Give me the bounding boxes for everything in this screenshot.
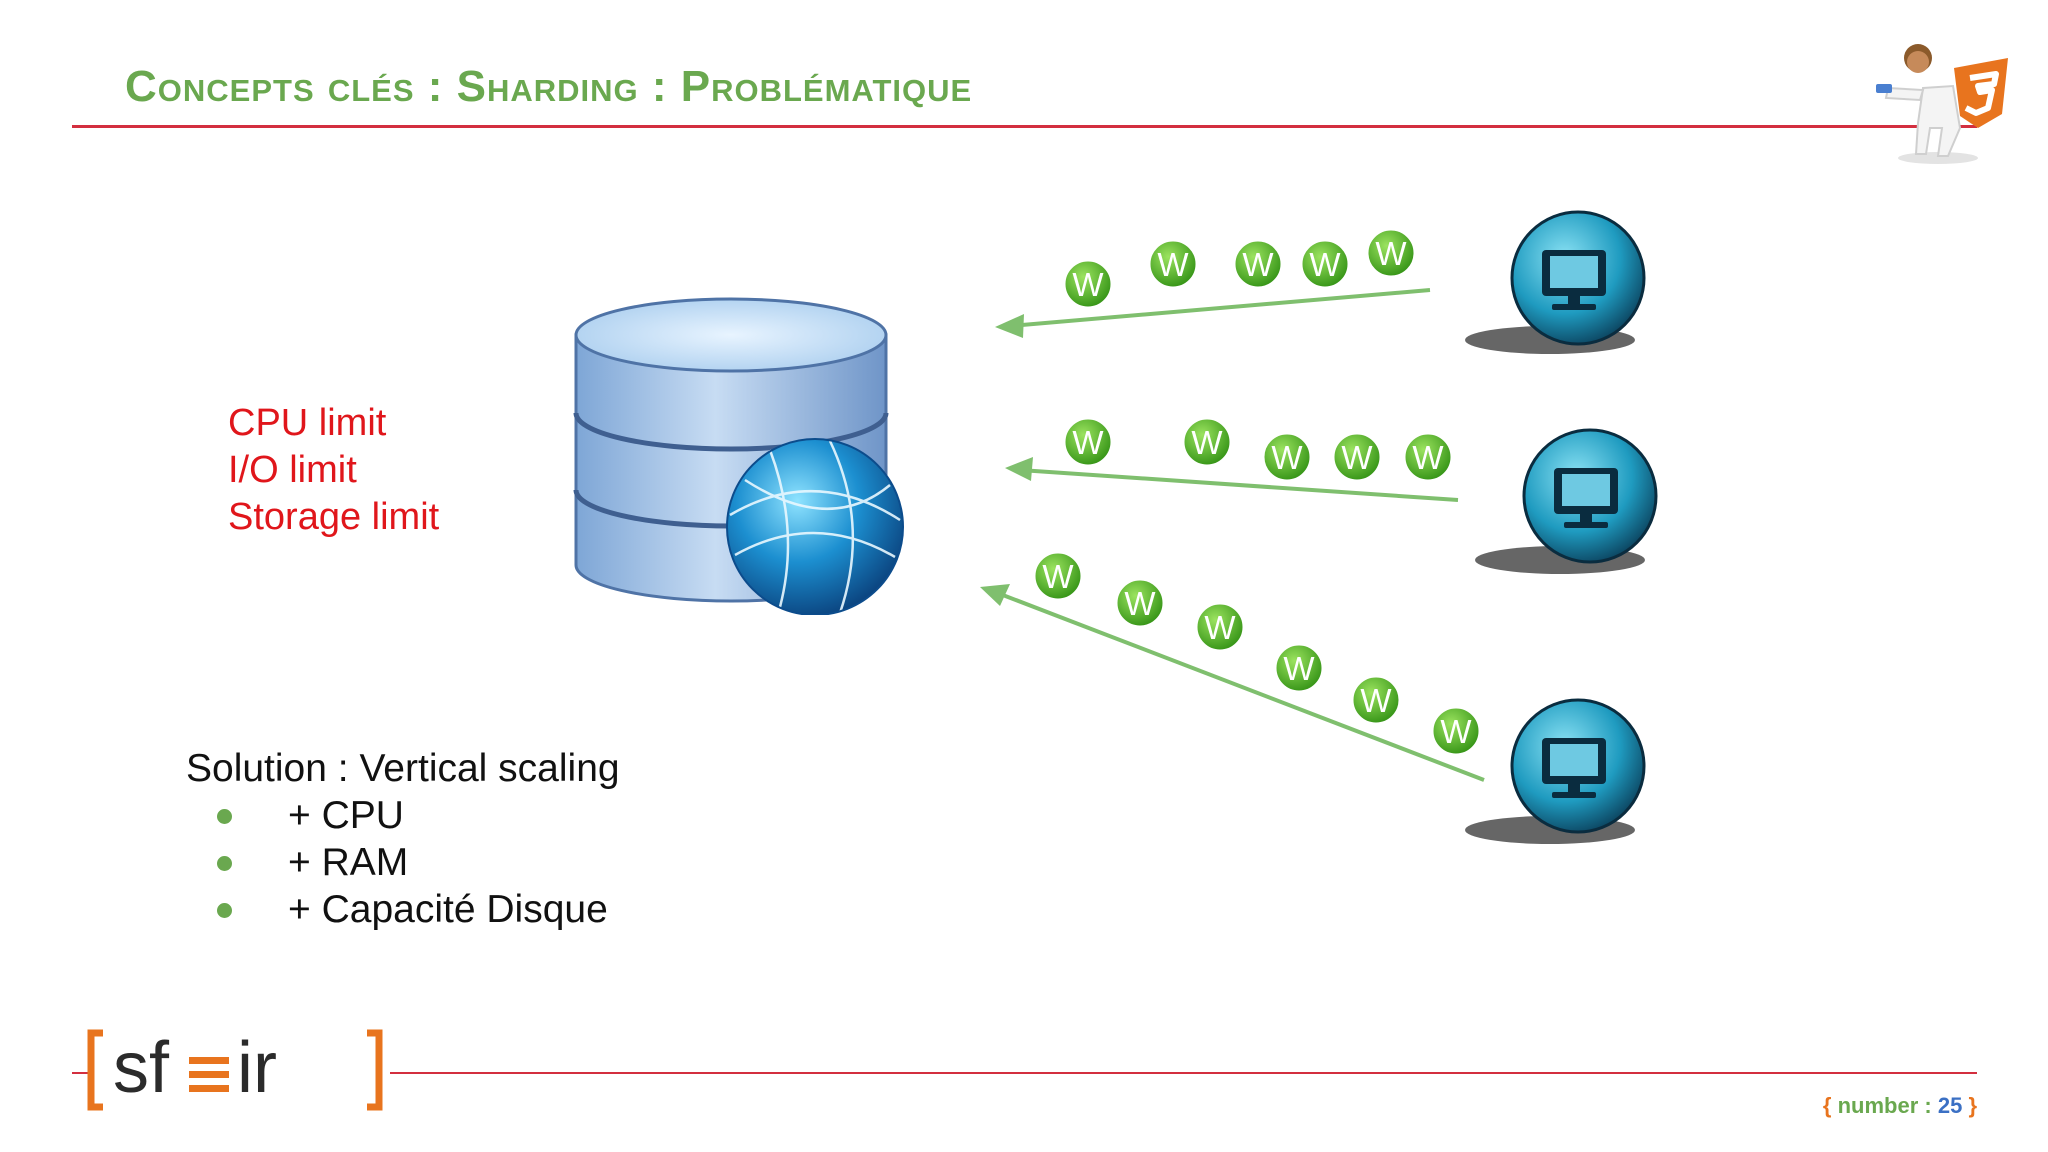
svg-text:W: W (1124, 585, 1156, 622)
bullet-icon (217, 809, 232, 824)
svg-text:W: W (1375, 235, 1407, 272)
svg-text:W: W (1242, 246, 1274, 283)
page-number-value: 25 (1937, 1093, 1963, 1118)
title-divider (72, 125, 1977, 128)
astronaut-html5-mascot-icon (1868, 28, 2028, 168)
write-badge-icon: W (1350, 674, 1402, 726)
svg-text:W: W (1309, 246, 1341, 283)
sfeir-logo: sf ir (85, 1025, 385, 1120)
arrow-top (1009, 288, 1431, 328)
svg-text:ir: ir (237, 1028, 277, 1108)
svg-text:W: W (1072, 266, 1104, 303)
solution-block: Solution : Vertical scaling + CPU + RAM … (186, 745, 620, 933)
write-badge-icon: W (1402, 431, 1454, 483)
write-badge-icon: W (1430, 705, 1482, 757)
footer-rule-left (72, 1072, 92, 1074)
arrow-bottom (994, 590, 1485, 782)
svg-text:W: W (1204, 609, 1236, 646)
svg-text:W: W (1191, 424, 1223, 461)
arrow-middle-head (1005, 457, 1033, 481)
svg-text:W: W (1360, 682, 1392, 719)
write-badge-icon: W (1273, 642, 1325, 694)
write-badge-icon: W (1181, 416, 1233, 468)
solution-item: + Capacité Disque (186, 886, 620, 933)
svg-text:sf: sf (113, 1028, 170, 1108)
solution-list: + CPU + RAM + Capacité Disque (186, 792, 620, 933)
write-badge-icon: W (1365, 227, 1417, 279)
database-icon (570, 295, 910, 616)
arrow-bottom-head (980, 584, 1010, 606)
svg-text:W: W (1157, 246, 1189, 283)
solution-item: + CPU (186, 792, 620, 839)
svg-text:W: W (1341, 439, 1373, 476)
svg-text:W: W (1440, 713, 1472, 750)
footer-rule (390, 1072, 1977, 1074)
bullet-icon (217, 856, 232, 871)
computer-client-icon (1475, 428, 1658, 574)
svg-text:W: W (1042, 558, 1074, 595)
write-badge-icon: W (1114, 577, 1166, 629)
computer-client-icon (1465, 210, 1646, 354)
bullet-icon (217, 903, 232, 918)
limit-storage: Storage limit (228, 496, 440, 538)
write-badge-icon: W (1147, 238, 1199, 290)
solution-item: + RAM (186, 839, 620, 886)
limit-io: I/O limit (228, 449, 357, 491)
write-badge-icon: W (1261, 431, 1313, 483)
slide-title: Concepts clés : Sharding : Problématique (125, 62, 973, 111)
write-badge-icon: W (1232, 238, 1284, 290)
arrow-middle (1019, 468, 1459, 502)
page-number: { number : 25 } (1822, 1093, 1977, 1118)
write-badge-icon: W (1032, 550, 1084, 602)
write-badge-icon: W (1194, 601, 1246, 653)
solution-title: Solution : Vertical scaling (186, 747, 620, 790)
write-badge-icon: W (1299, 238, 1351, 290)
svg-text:W: W (1412, 439, 1444, 476)
write-badge-icon: W (1062, 258, 1114, 310)
computer-client-icon (1465, 698, 1646, 844)
arrow-top-head (995, 314, 1024, 338)
write-badge-icon: W (1331, 431, 1383, 483)
write-badge-icon: W (1062, 416, 1114, 468)
svg-text:W: W (1072, 424, 1104, 461)
svg-text:W: W (1283, 650, 1315, 687)
svg-text:W: W (1271, 439, 1303, 476)
limit-cpu: CPU limit (228, 402, 387, 444)
limits-list: CPU limit I/O limit Storage limit (228, 400, 439, 541)
